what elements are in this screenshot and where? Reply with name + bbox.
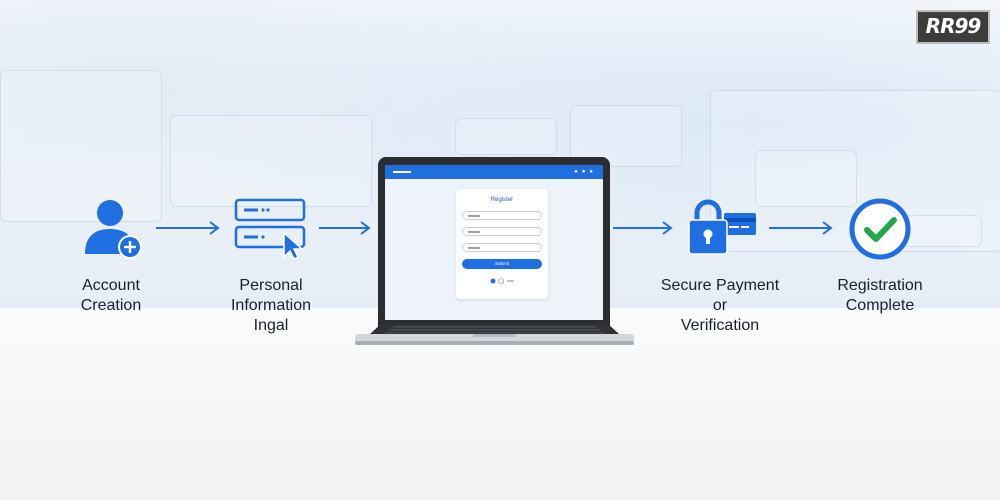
arrow-right-icon <box>769 221 833 235</box>
screen-display: ●●● Register Submit <box>385 165 603 320</box>
label-line: Information <box>230 297 312 314</box>
user-add-icon <box>85 200 142 259</box>
background-panel <box>755 150 857 207</box>
window-dots-icon: ●●● <box>574 169 597 175</box>
step-label-personal-information: Personal Information Ingal <box>191 276 351 336</box>
form-field-2[interactable] <box>462 227 542 236</box>
step-label-registration-complete: Registration Complete <box>800 276 960 316</box>
background-panel <box>900 215 982 247</box>
label-line: Ingal <box>253 317 289 334</box>
background-panel <box>570 105 682 167</box>
label-line: or <box>712 297 728 314</box>
label-line: Secure Payment <box>660 277 780 294</box>
submit-button[interactable]: Submit <box>462 259 542 269</box>
step-label-account-creation: Account Creation <box>31 276 191 316</box>
label-line: Complete <box>845 297 915 314</box>
form-cursor-icon <box>234 198 306 259</box>
label-line: Registration <box>837 277 923 294</box>
lock-card-icon <box>688 199 756 255</box>
background-panel <box>170 115 372 207</box>
label-line: Creation <box>80 297 142 314</box>
menu-line-icon <box>393 171 411 173</box>
laptop-screen: ●●● Register Submit <box>378 157 610 327</box>
step-label-secure-payment: Secure Payment or Verification <box>640 276 800 336</box>
label-line: Account <box>82 277 140 294</box>
arrow-right-icon <box>319 221 371 235</box>
screen-header-bar: ●●● <box>385 165 603 179</box>
label-line: Personal <box>239 277 303 294</box>
brand-logo: RR99 <box>916 10 990 44</box>
arrow-right-icon <box>613 221 673 235</box>
background-panel <box>455 118 557 155</box>
form-field-3[interactable] <box>462 243 542 252</box>
form-field-1[interactable] <box>462 211 542 220</box>
register-form-card: Register Submit <box>456 189 548 299</box>
checkmark-circle-icon <box>849 198 911 260</box>
laptop-keyboard-base <box>355 324 634 345</box>
arrow-right-icon <box>156 221 220 235</box>
register-form-title: Register <box>490 197 514 203</box>
label-line: Verification <box>680 317 760 334</box>
pager-dots-icon <box>490 278 514 284</box>
background-panel <box>0 70 162 222</box>
